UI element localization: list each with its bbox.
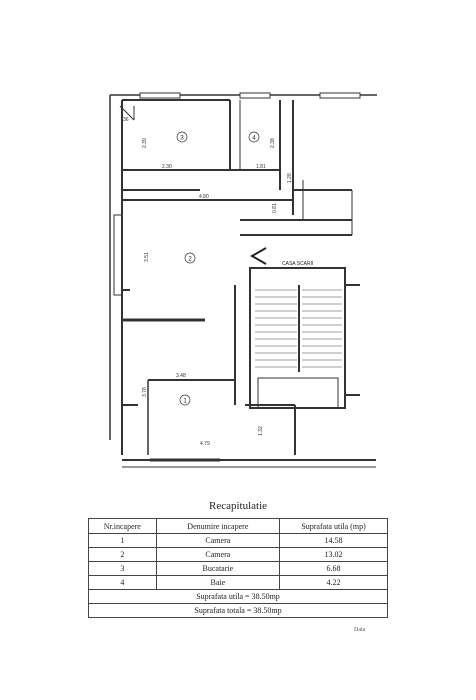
table-cell: 14.58 (279, 533, 388, 548)
table-cell: 6.68 (279, 561, 388, 576)
table-row: 2 Camera 13.02 (88, 547, 388, 562)
table-total-row: Suprafata totala = 38.50mp (88, 603, 388, 618)
table-cell: Bucatarie (155, 561, 281, 576)
table-cell: 4 (88, 575, 157, 590)
table-cell: 3 (88, 561, 157, 576)
dimension-label: 2.38 (270, 138, 276, 148)
table-cell: 1 (88, 533, 157, 548)
table-cell: Camera (155, 547, 281, 562)
recap-table: Nr.incapere Denumire incapere Suprafata … (88, 518, 388, 618)
column-header: Denumire incapere (155, 518, 281, 534)
table-cell: Baie (155, 575, 281, 590)
table-cell: 2 (88, 547, 157, 562)
dimension-label: 0.81 (272, 203, 278, 213)
dimension-label: 36 (123, 117, 129, 123)
floor-plan: 3 4 2 1 CASA SCARII 36 2.39 2.30 2.38 1.… (109, 92, 377, 468)
column-header: Nr.incapere (88, 518, 157, 534)
room-marker-3 (176, 131, 188, 143)
dimension-label: 3.48 (176, 373, 186, 379)
dimension-label: 3.78 (142, 387, 148, 397)
table-header-row: Nr.incapere Denumire incapere Suprafata … (88, 518, 388, 534)
dimension-label: 4.79 (200, 441, 210, 447)
room-number-1: 1 (183, 399, 187, 405)
dimension-label: 2.30 (162, 164, 172, 170)
dimension-label: 1.28 (287, 173, 293, 183)
room-number-4: 4 (252, 136, 256, 142)
room-number-2: 2 (188, 257, 192, 263)
table-total-row: Suprafata utila = 38.50mp (88, 589, 388, 604)
table-row: 1 Camera 14.58 (88, 533, 388, 548)
dimension-label: 1.81 (256, 164, 266, 170)
table-cell: 4.22 (279, 575, 388, 590)
room-marker-2 (184, 252, 196, 264)
stair-label: CASA SCARII (282, 261, 313, 267)
dimension-label: 1.32 (258, 426, 264, 436)
dimension-label: 4.80 (199, 194, 209, 200)
dimension-label: 2.39 (142, 138, 148, 148)
dimension-label: 3.51 (144, 252, 150, 262)
table-row: 4 Baie 4.22 (88, 575, 388, 590)
room-marker-4 (248, 131, 260, 143)
table-cell: Camera (155, 533, 281, 548)
recap-title: Recapitulatie (208, 500, 268, 512)
corner-note: Data (354, 627, 366, 633)
room-marker-1 (179, 394, 191, 406)
table-cell: 13.02 (279, 547, 388, 562)
column-header: Suprafata utila (mp) (279, 518, 388, 534)
table-row: 3 Bucatarie 6.68 (88, 561, 388, 576)
entrance-arrow-icon (249, 247, 267, 265)
suprafata-utila-total: Suprafata utila = 38.50mp (88, 589, 388, 604)
room-number-3: 3 (180, 136, 184, 142)
suprafata-totala-total: Suprafata totala = 38.50mp (88, 603, 388, 618)
